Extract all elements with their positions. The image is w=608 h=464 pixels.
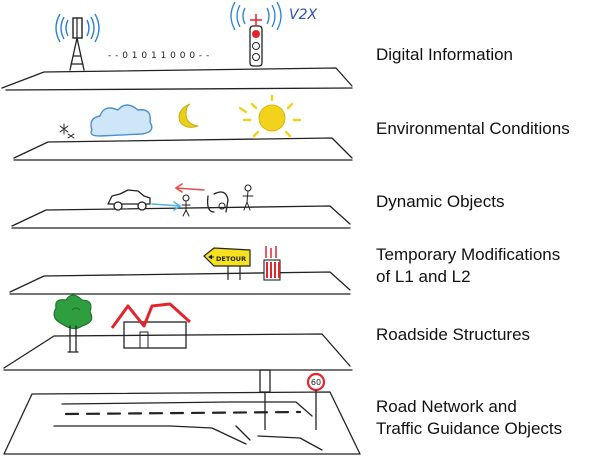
v2x-label: V2X [289, 7, 317, 23]
road-network-layer: 60 [3, 369, 361, 455]
temporary-modifications-layer: DETOUR [9, 246, 351, 295]
car-icon [107, 189, 151, 211]
cyclist-icon [206, 191, 229, 213]
roadside-structures-layer [3, 294, 353, 371]
v2x-traffic-light-icon [230, 1, 282, 67]
binary-data-stream: - - 0 1 0 1 1 0 0 0 - - [108, 51, 210, 61]
layer-plane-outline [1, 67, 353, 91]
snowflakes-icon [59, 123, 75, 139]
layer-label-digital-information: Digital Information [376, 45, 514, 64]
layer-label-temporary-modifications: Temporary Modifications of L1 and L2 [376, 245, 561, 286]
cloud-icon [90, 104, 153, 137]
road-plane-outline [3, 391, 361, 455]
environmental-conditions-layer [13, 94, 353, 161]
lane-marking-top [61, 401, 313, 417]
layer-plane-outline [13, 137, 353, 161]
detour-sign-icon: DETOUR [203, 247, 251, 280]
layer-plane-outline [3, 333, 353, 371]
speed-limit-value: 60 [311, 378, 321, 387]
digital-information-layer: - - 0 1 0 1 1 0 0 0 - - V2X [1, 1, 353, 91]
person-icon [242, 184, 254, 211]
moon-icon [178, 103, 199, 128]
speed-limit-sign-icon: 60 [306, 372, 326, 430]
dynamic-objects-layer [11, 183, 351, 229]
blue-motion-arrow [151, 201, 182, 211]
layer-label-roadside-structures: Roadside Structures [376, 325, 531, 344]
lane-marking-lower [53, 425, 323, 451]
construction-barrier-icon [263, 246, 281, 281]
tree-icon [53, 294, 93, 353]
layer-plane-outline [9, 271, 351, 295]
lane-marking-dashed [64, 410, 302, 416]
layer-label-environmental-conditions: Environmental Conditions [376, 119, 570, 138]
red-motion-arrow [174, 183, 205, 193]
cell-tower-icon [55, 13, 100, 71]
house-icon [110, 302, 192, 349]
road-sign-pole-icon [259, 369, 271, 430]
layer-label-road-network: Road Network and Traffic Guidance Object… [376, 397, 563, 438]
layer-label-dynamic-objects: Dynamic Objects [376, 192, 505, 211]
pedestrian-icon [181, 194, 191, 217]
lane-edge [235, 425, 251, 441]
sun-icon [238, 94, 302, 138]
detour-text: DETOUR [216, 255, 246, 263]
layer-plane-outline [11, 205, 351, 229]
